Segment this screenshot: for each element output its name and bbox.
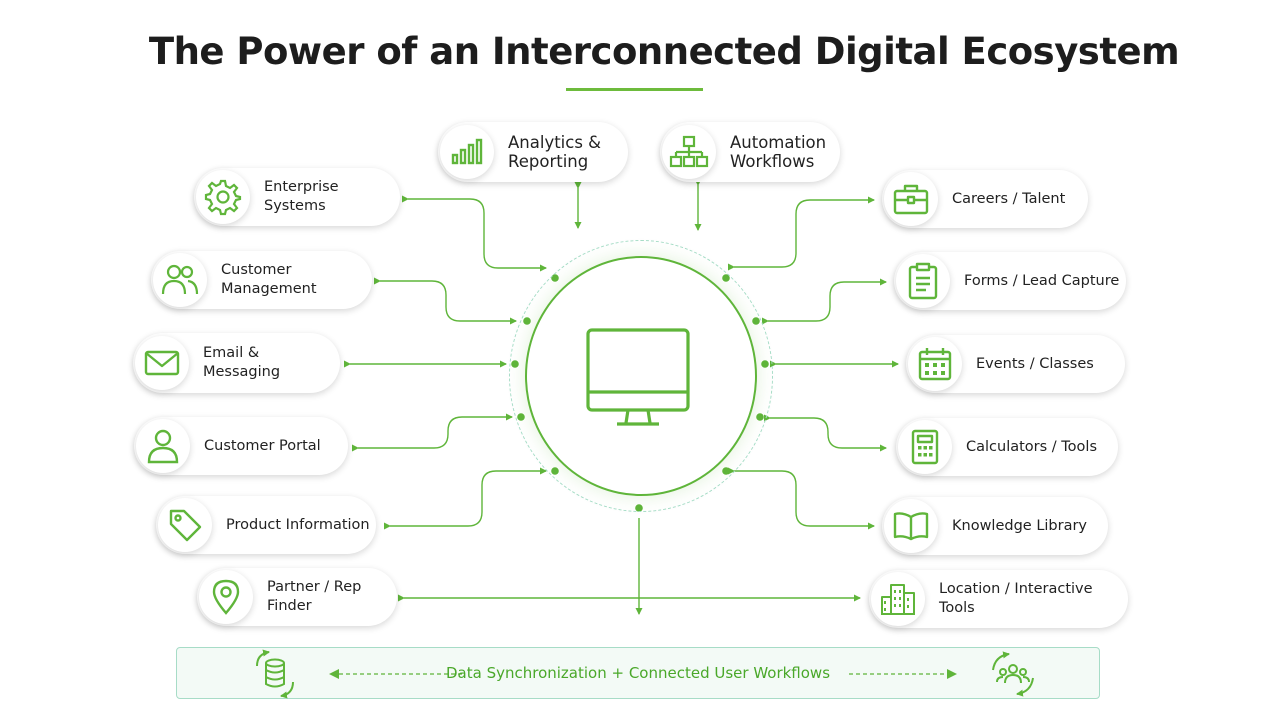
node-customer-management[interactable]: Customer Management (151, 251, 372, 309)
link-knowledge (728, 467, 875, 530)
workflow-icon (662, 125, 716, 179)
user-icon (136, 419, 190, 473)
node-partner-finder[interactable]: Partner / Rep Finder (197, 568, 397, 626)
node-label: Analytics &Reporting (508, 133, 602, 171)
bar-chart-icon (440, 125, 494, 179)
footer-text: Data Synchronization + Connected User Wo… (445, 664, 831, 682)
node-label: Customer Portal (204, 437, 321, 454)
title-underline (566, 88, 703, 91)
node-label: Forms / Lead Capture (964, 272, 1120, 289)
users-sync-icon (992, 651, 1034, 697)
node-events-classes[interactable]: Events / Classes (906, 335, 1125, 393)
link-forms (762, 278, 887, 325)
node-label: Location / Interactive Tools (939, 581, 1093, 616)
hub-ring (509, 240, 773, 512)
book-icon (884, 499, 938, 553)
link-careers (728, 196, 875, 271)
page-title: The Power of an Interconnected Digital E… (148, 30, 1180, 73)
link-customer-management (374, 277, 517, 325)
left-dashed-arrow (329, 669, 462, 679)
node-label: Enterprise Systems (264, 179, 339, 214)
clipboard-icon (896, 254, 950, 308)
footer-sync-bar: Data Synchronization + Connected User Wo… (176, 647, 1100, 699)
node-label: Knowledge Library (952, 517, 1088, 534)
right-dashed-arrow (849, 669, 957, 679)
node-label: Calculators / Tools (966, 438, 1098, 455)
node-label: Events / Classes (976, 355, 1094, 372)
tag-icon (158, 498, 212, 552)
calculator-icon (898, 420, 952, 474)
node-forms-lead-capture[interactable]: Forms / Lead Capture (894, 252, 1126, 310)
node-label: Customer Management (221, 262, 317, 297)
monitor-icon (585, 327, 690, 426)
node-label: Email & Messaging (203, 345, 281, 380)
node-label: Careers / Talent (952, 190, 1066, 207)
link-enterprise (402, 195, 547, 272)
node-careers-talent[interactable]: Careers / Talent (882, 170, 1088, 228)
central-hub[interactable] (525, 256, 757, 496)
buildings-icon (871, 572, 925, 626)
node-product-information[interactable]: Product Information (156, 496, 376, 554)
database-sync-icon (256, 649, 294, 699)
node-location-interactive-tools[interactable]: Location / Interactive Tools (869, 570, 1128, 628)
node-customer-portal[interactable]: Customer Portal (134, 417, 348, 475)
node-calculators-tools[interactable]: Calculators / Tools (896, 418, 1118, 476)
gear-icon (196, 170, 250, 224)
link-customer-portal (352, 413, 513, 452)
node-email-messaging[interactable]: Email & Messaging (133, 333, 340, 393)
node-label: Product Information (226, 516, 370, 533)
map-pin-icon (199, 570, 253, 624)
mail-icon (135, 336, 189, 390)
link-calculators (764, 414, 887, 452)
link-product-info (384, 467, 547, 530)
briefcase-icon (884, 172, 938, 226)
node-enterprise-systems[interactable]: Enterprise Systems (194, 168, 400, 226)
node-analytics[interactable]: Analytics &Reporting (438, 122, 628, 182)
calendar-icon (908, 337, 962, 391)
node-knowledge-library[interactable]: Knowledge Library (882, 497, 1108, 555)
node-label: Partner / Rep Finder (267, 579, 362, 614)
users-icon (153, 253, 207, 307)
